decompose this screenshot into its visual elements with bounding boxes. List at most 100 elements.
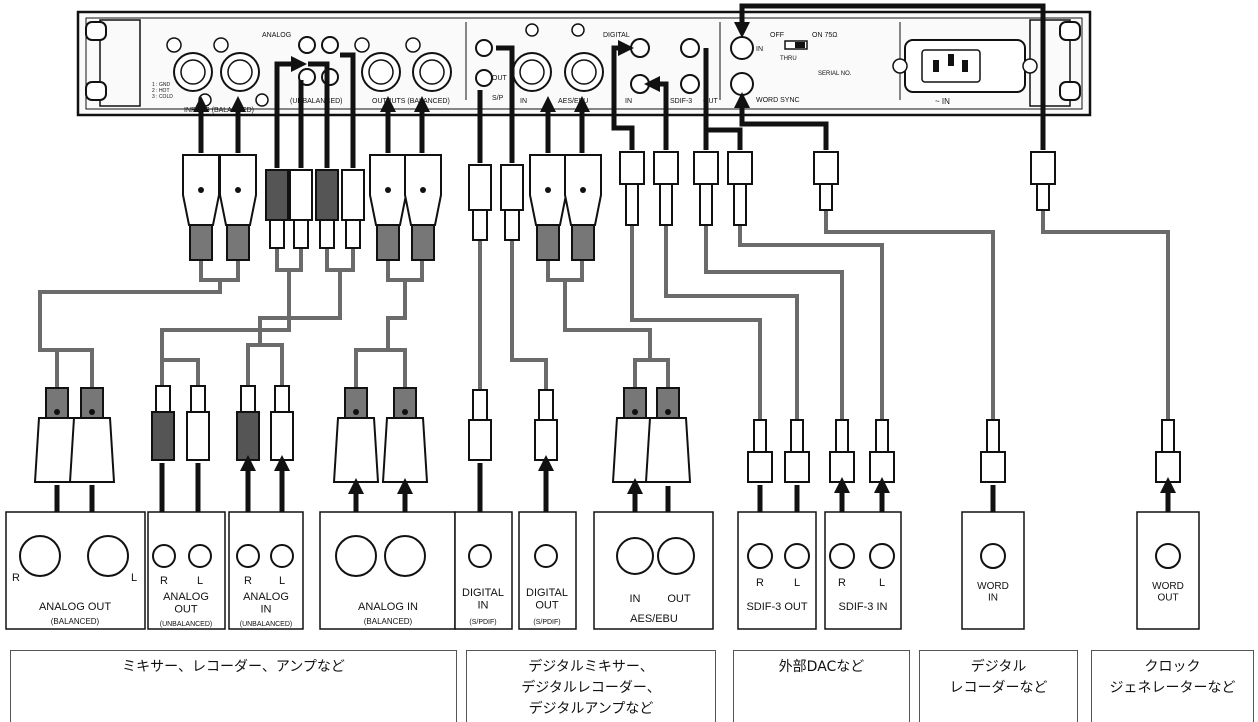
rca-plug bbox=[468, 389, 492, 461]
panel-label-sdif-out: OUT bbox=[703, 98, 719, 105]
bnc-plug bbox=[829, 419, 855, 483]
panel-label-on75: ON 75Ω bbox=[812, 32, 837, 39]
termination-switch[interactable] bbox=[784, 40, 808, 50]
device-subtitle: (UNBALANCED) bbox=[240, 621, 293, 628]
xlr-plug bbox=[332, 387, 380, 483]
device-subtitle: (BALANCED) bbox=[51, 617, 100, 626]
rca-plug bbox=[341, 169, 365, 249]
category-clock-generator: クロック ジェネレーターなど bbox=[1091, 650, 1254, 722]
panel-label-thru: THRU bbox=[780, 56, 797, 62]
aes-ebu-in-jack[interactable] bbox=[512, 52, 552, 92]
bnc-plug bbox=[747, 419, 773, 483]
port-label: L bbox=[197, 575, 203, 587]
port-label: L bbox=[794, 577, 800, 589]
panel-label-serial-no: SERIAL NO. bbox=[818, 71, 852, 77]
rca-plug bbox=[265, 169, 289, 249]
device-aes-ebu: IN OUT AES/EBU bbox=[593, 511, 714, 630]
screw-icon bbox=[525, 23, 539, 37]
rca-plug bbox=[186, 385, 210, 461]
device-subtitle: (S/PDIF) bbox=[533, 619, 560, 626]
xlr-input-r-jack[interactable] bbox=[173, 52, 213, 92]
rca-plug bbox=[151, 385, 175, 461]
port-label: L bbox=[279, 575, 285, 587]
bnc-plug bbox=[653, 151, 679, 226]
device-analog-out-balanced: R L ANALOG OUT (BALANCED) bbox=[5, 511, 146, 630]
sdif3-bnc-jacks[interactable] bbox=[630, 38, 700, 94]
rca-plug bbox=[534, 389, 558, 461]
rear-panel: ANALOG DIGITAL INPUTS (BALANCED) (UNBALA… bbox=[76, 10, 1092, 117]
device-title: AES/EBU bbox=[630, 613, 678, 625]
panel-label-sp: S/P bbox=[492, 95, 504, 102]
screw-icon bbox=[354, 37, 370, 53]
device-subtitle: (BALANCED) bbox=[364, 617, 413, 626]
bnc-plug bbox=[693, 151, 719, 226]
port-label: IN bbox=[630, 593, 641, 605]
xlr-plug bbox=[219, 154, 257, 261]
category-external-dac: 外部DACなど bbox=[733, 650, 910, 722]
ac-inlet[interactable] bbox=[892, 39, 1038, 93]
panel-label-ac-in: ~ IN bbox=[935, 97, 950, 106]
category-digital-gear: デジタルミキサー、 デジタルレコーダー、 デジタルアンプなど bbox=[466, 650, 716, 722]
port-label: L bbox=[131, 572, 137, 584]
bnc-plug bbox=[1030, 151, 1056, 211]
panel-label-inputs-balanced: INPUTS (BALANCED) bbox=[184, 107, 254, 114]
rca-plug bbox=[500, 164, 524, 241]
xlr-output-l-jack[interactable] bbox=[412, 52, 452, 92]
rca-plug bbox=[315, 169, 339, 249]
category-label: ミキサー、レコーダー、アンプなど bbox=[122, 659, 345, 675]
panel-label-outputs-balanced: OUTPUTS (BALANCED) bbox=[372, 98, 450, 105]
xlr-plug bbox=[182, 154, 220, 261]
xlr-plug bbox=[564, 154, 602, 261]
panel-label-sp-out: OUT bbox=[492, 75, 508, 82]
port-label: OUT bbox=[667, 593, 691, 605]
bnc-plug bbox=[727, 151, 753, 226]
xlr-plug bbox=[68, 387, 116, 483]
panel-label-digital: DIGITAL bbox=[603, 32, 630, 39]
bnc-plug bbox=[980, 419, 1006, 483]
category-analog-gear: ミキサー、レコーダー、アンプなど bbox=[10, 650, 457, 722]
xlr-input-l-jack[interactable] bbox=[220, 52, 260, 92]
category-digital-recorder: デジタル レコーダーなど bbox=[919, 650, 1078, 722]
panel-label-aes-ebu: AES/EBU bbox=[558, 98, 588, 105]
screw-icon bbox=[255, 93, 269, 107]
bnc-plug bbox=[813, 151, 839, 211]
rca-plug bbox=[236, 385, 260, 461]
rca-plug bbox=[468, 164, 492, 241]
xlr-plug bbox=[404, 154, 442, 261]
panel-label-word-sync: WORD SYNC bbox=[756, 97, 800, 104]
panel-label-off: OFF bbox=[770, 32, 784, 39]
rca-plug bbox=[270, 385, 294, 461]
rca-plug bbox=[289, 169, 313, 249]
screw-icon bbox=[405, 37, 421, 53]
panel-label-aes-in: IN bbox=[520, 98, 527, 105]
xlr-plug bbox=[33, 387, 81, 483]
bnc-plug bbox=[784, 419, 810, 483]
bnc-plug bbox=[869, 419, 895, 483]
aes-ebu-out-jack[interactable] bbox=[564, 52, 604, 92]
panel-label-sdif-in: IN bbox=[625, 98, 632, 105]
xlr-output-r-jack[interactable] bbox=[361, 52, 401, 92]
panel-label-analog: ANALOG bbox=[262, 32, 291, 39]
bnc-plug bbox=[619, 151, 645, 226]
xlr-plug bbox=[644, 387, 692, 483]
device-sdif3-in: R L SDIF-3 IN bbox=[824, 511, 902, 630]
spdif-jacks[interactable] bbox=[475, 39, 493, 87]
panel-label-unbalanced: (UNBALANCED) bbox=[290, 98, 343, 105]
bnc-plug bbox=[1155, 419, 1181, 483]
xlr-plug bbox=[529, 154, 567, 261]
port-label: R bbox=[160, 575, 168, 587]
device-title: SDIF-3 OUT bbox=[746, 601, 807, 613]
port-label: R bbox=[838, 577, 846, 589]
screw-icon bbox=[213, 37, 229, 53]
panel-label-pin2: 2 : HOT bbox=[152, 88, 170, 94]
